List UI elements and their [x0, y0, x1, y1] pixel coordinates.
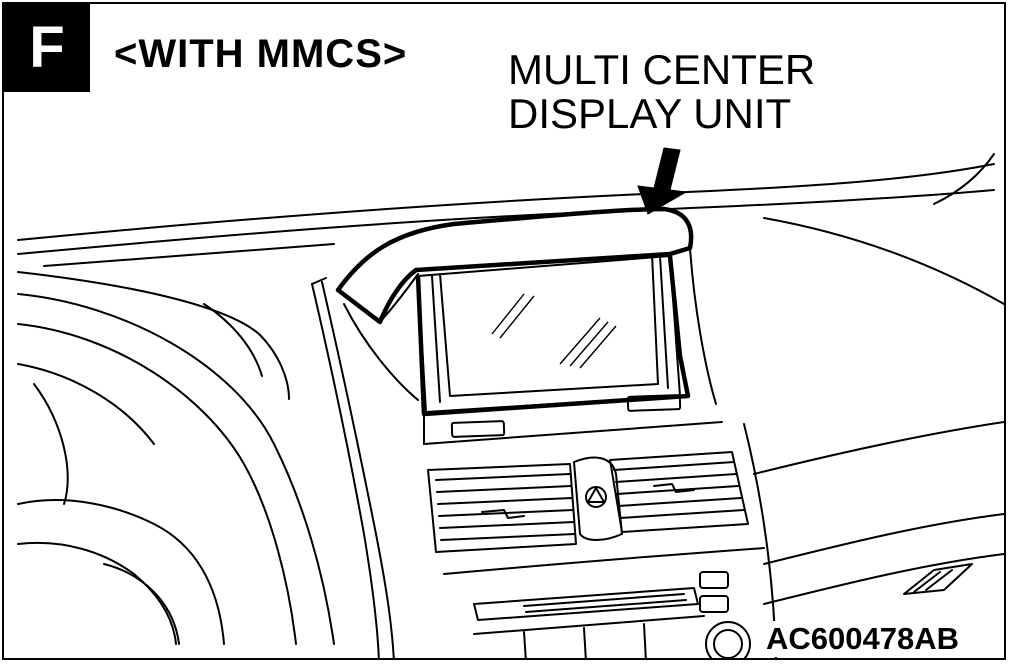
center-stack-left-pillar [311, 277, 395, 658]
dashboard-line-art [17, 147, 1004, 658]
callout-label: MULTI CENTER DISPLAY UNIT [508, 48, 815, 136]
hazard-switch [573, 456, 623, 541]
audio-panel [443, 423, 777, 658]
instrument-cluster-hood [17, 271, 290, 505]
screen-buttons [423, 394, 723, 445]
variant-label: <WITH MMCS> [114, 32, 408, 76]
callout-line-1: MULTI CENTER [508, 46, 816, 93]
dashboard-top-edge [17, 153, 1004, 305]
display-hood [335, 206, 717, 405]
passenger-dashboard [753, 421, 1004, 605]
callout-line-2: DISPLAY UNIT [508, 90, 792, 137]
air-vents [427, 451, 749, 553]
callout-arrow [637, 147, 688, 215]
steering-wheel [17, 293, 335, 645]
section-letter-badge: F [4, 4, 90, 92]
screen-glare-marks [491, 293, 617, 369]
figure-code: AC600478AB [762, 621, 963, 657]
display-screen [415, 253, 691, 417]
